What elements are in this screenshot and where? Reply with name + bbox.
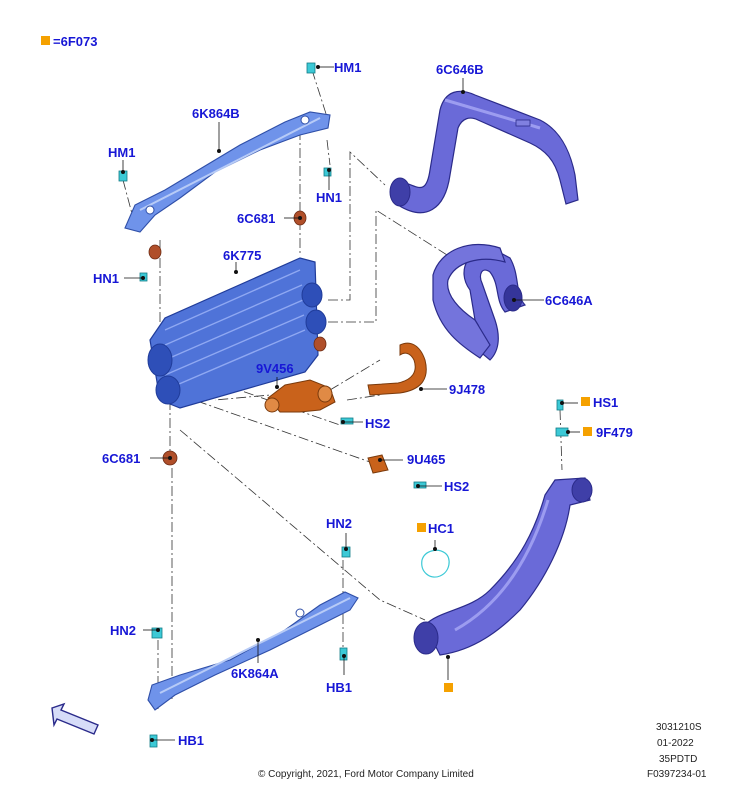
callout-hb1-bottom: HB1	[178, 733, 205, 748]
clip-9u465	[367, 454, 389, 474]
cooler-6k775	[147, 257, 327, 409]
callout-6c646a: 6C646A	[545, 293, 593, 308]
lower-duct	[413, 477, 593, 656]
copyright-notice: © Copyright, 2021, Ford Motor Company Li…	[258, 769, 474, 780]
callout-hn1-left: HN1	[93, 271, 120, 286]
reference-date: 01-2022	[657, 738, 694, 749]
hs1-marker	[581, 397, 590, 406]
callout-6k864a: 6K864A	[231, 666, 279, 681]
reference-variant: 35PDTD	[659, 754, 698, 765]
bracket-6k864b	[124, 111, 331, 233]
front-direction-arrow-icon	[51, 702, 99, 735]
bracket-6k864a	[147, 591, 359, 711]
callout-hs2-b: HS2	[444, 479, 470, 494]
callout-6k775: 6K775	[223, 248, 262, 263]
callout-6c646b: 6C646B	[436, 62, 484, 77]
hose-9j478	[367, 342, 427, 396]
callout-6c681-bottom: 6C681	[102, 451, 141, 466]
callout-hc1: HC1	[428, 521, 455, 536]
callout-hm1-top: HM1	[334, 60, 362, 75]
duct-6c646b	[389, 90, 579, 214]
callout-9f479: 9F479	[596, 425, 633, 440]
figure-number: F0397234-01	[647, 769, 707, 780]
callout-6k864b: 6K864B	[192, 106, 240, 121]
callout-hb1-right: HB1	[326, 680, 353, 695]
legend-text: =6F073	[53, 34, 98, 49]
reference-code: 3031210S	[656, 722, 702, 733]
callout-hn2-left: HN2	[110, 623, 137, 638]
callout-hn2-top: HN2	[326, 516, 353, 531]
valve-9v456	[264, 379, 336, 413]
legend-marker	[41, 36, 50, 45]
callout-6c681-top: 6C681	[237, 211, 276, 226]
callout-9v456: 9V456	[256, 361, 294, 376]
callout-hn1-right: HN1	[316, 190, 343, 205]
callout-9u465: 9U465	[407, 452, 446, 467]
hc1-marker	[417, 523, 426, 532]
callout-hs2-a: HS2	[365, 416, 391, 431]
duct-6c646a	[432, 243, 527, 361]
9f479-marker	[583, 427, 592, 436]
callout-leaders	[122, 66, 580, 741]
clamp-hc1	[421, 549, 450, 578]
callout-hm1-left: HM1	[108, 145, 136, 160]
callout-hs1: HS1	[593, 395, 619, 410]
callout-9j478: 9J478	[449, 382, 486, 397]
duct-marker	[444, 683, 453, 692]
